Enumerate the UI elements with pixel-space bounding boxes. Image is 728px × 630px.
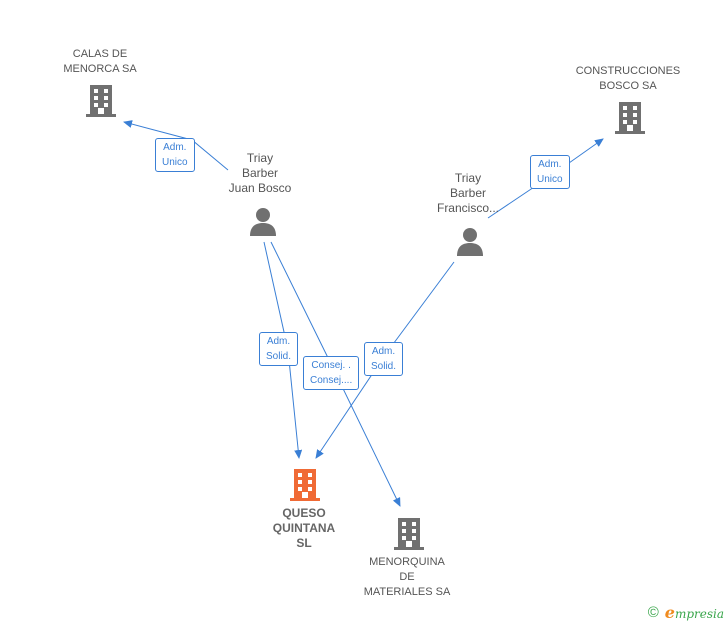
node-label-menorquina: MENORQUINA DE MATERIALES SA [363,556,451,598]
edge-label-line: Unico [162,157,188,168]
edge-label-line: Consej.... [310,375,353,386]
edge-label-francisco-construcciones[interactable]: Adm. Unico [530,155,570,189]
node-label-juan: Triay Barber Juan Bosco [228,151,292,195]
edge-label-line: Unico [537,174,563,185]
edge-label-francisco-queso[interactable]: Adm. Solid. [364,342,404,376]
edge-label-line: Adm. [371,346,396,357]
person-icon[interactable] [455,226,485,256]
edge-label-line: Solid. [371,361,397,372]
edge-label-juan-menorquina[interactable]: Consej. . Consej.... [303,356,360,390]
brand-initial: e [664,603,675,622]
building-icon[interactable] [394,516,424,550]
brand-logo: empresia [665,603,724,622]
edge-label-juan-calas[interactable]: Adm. Unico [155,138,195,172]
node-label-francisco: Triay Barber Francisco... [436,171,499,215]
edge-label-line: Adm. [538,159,562,170]
edge-label-line: Adm. [163,142,187,153]
brand-name: mpresia [674,607,724,621]
edge-label-line: Consej. . [311,360,351,371]
node-label-construcciones: CONSTRUCCIONES BOSCO SA [575,65,681,92]
building-icon[interactable] [290,467,320,501]
edge-label-line: Adm. [266,336,291,347]
edge-label-juan-queso[interactable]: Adm. Solid. [259,332,299,366]
building-icon[interactable] [86,83,116,117]
edge-label-line: Solid. [266,351,292,362]
building-icon[interactable] [615,100,645,134]
person-icon[interactable] [248,206,278,236]
node-label-calas: CALAS DE MENORCA SA [63,48,137,75]
copyright-icon: © [647,604,659,621]
node-label-queso: QUESO QUINTANA SL [272,506,336,550]
footer-brand: © empresia [648,603,724,622]
